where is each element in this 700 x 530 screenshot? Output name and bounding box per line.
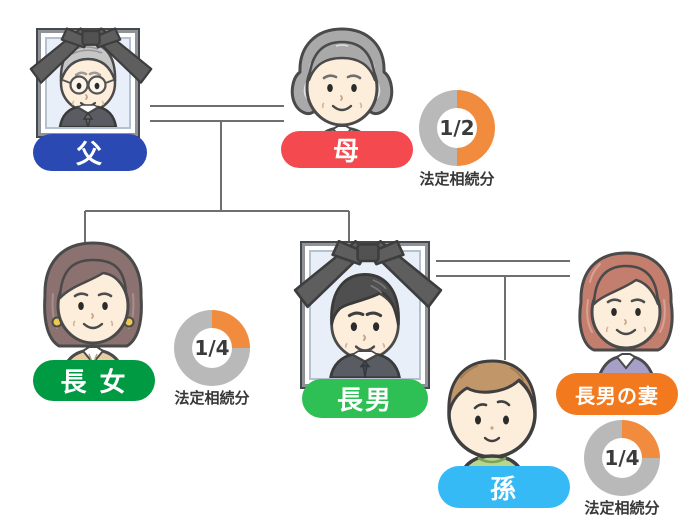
eldest-sons-wife-name-pill: 長男の妻	[556, 373, 678, 415]
eldest-son-illustration	[329, 273, 401, 378]
eldest-sons-wife-name-label: 長男の妻	[575, 383, 659, 408]
share-caption-mother: 法定相続分	[419, 170, 495, 188]
eldest-son-memorial-frame	[293, 239, 443, 389]
share-fraction-grandchild: 1/4	[602, 438, 642, 478]
eldest-son-name-label: 長男	[336, 386, 393, 416]
grandchild-name-label: 孫	[489, 474, 518, 505]
mother-name-pill: 母	[281, 131, 413, 168]
kinship-lines	[84, 105, 570, 360]
mother-name-label: 母	[332, 137, 361, 167]
share-caption-grandchild: 法定相続分	[584, 499, 660, 517]
inheritance-share-donut-mother: 1/2	[419, 90, 495, 166]
inheritance-share-donut-daughter: 1/4	[174, 310, 250, 386]
grandchild-name-pill: 孫	[438, 466, 570, 508]
father-name-pill: 父	[33, 134, 147, 171]
father-memorial-frame	[29, 27, 153, 138]
inheritance-share-donut-grandchild: 1/4	[584, 420, 660, 496]
eldest-daughter-illustration	[43, 241, 143, 378]
eldest-son-name-pill: 長男	[302, 379, 428, 418]
share-caption-daughter: 法定相続分	[174, 389, 250, 407]
father-name-label: 父	[75, 140, 104, 170]
grandchild-illustration	[447, 359, 537, 476]
eldest-daughter-name-label: 長 女	[60, 368, 128, 398]
share-fraction-daughter: 1/4	[192, 328, 232, 368]
eldest-daughter-name-pill: 長 女	[33, 360, 155, 401]
father-illustration	[58, 41, 118, 127]
eldest-sons-wife-illustration	[578, 251, 674, 388]
father-photo	[45, 37, 131, 129]
eldest-son-photo	[309, 250, 421, 380]
share-fraction-mother: 1/2	[437, 108, 477, 148]
mother-illustration	[290, 27, 394, 152]
